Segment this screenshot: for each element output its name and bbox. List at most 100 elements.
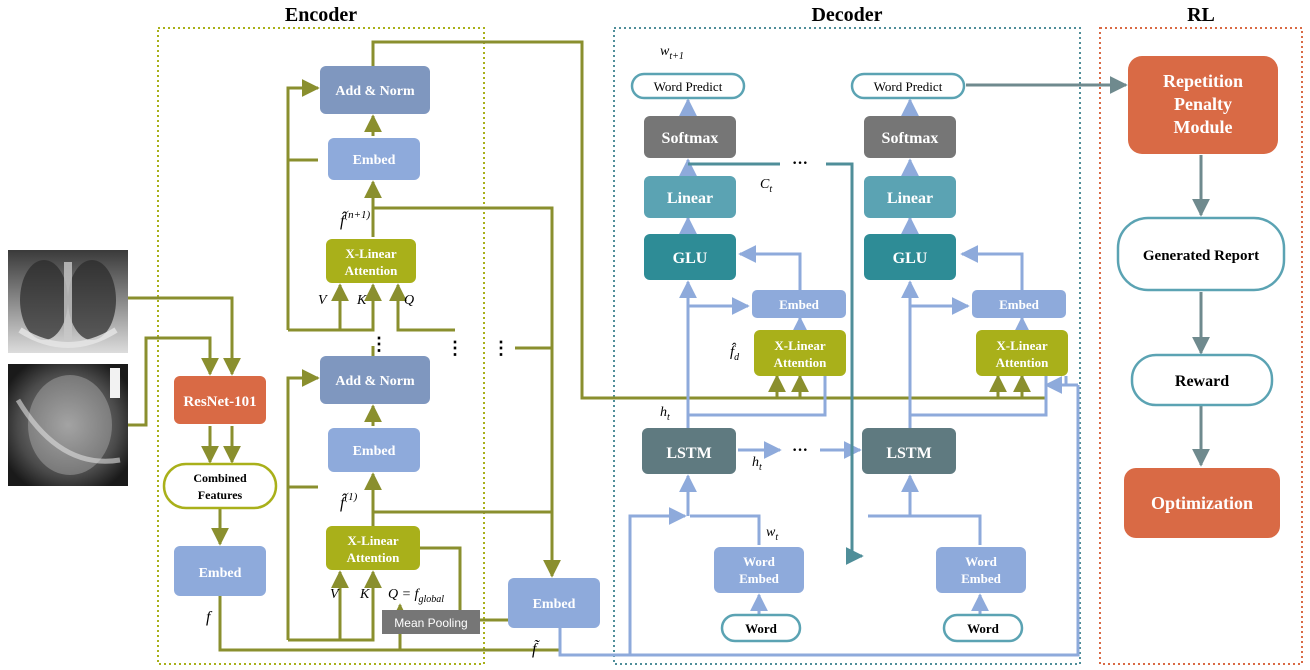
right-word-label: Word xyxy=(967,621,1000,636)
top-add-norm-box: Add & Norm xyxy=(320,66,430,114)
bottom-xlinear-label-1: X-Linear xyxy=(347,533,399,548)
bottom-add-norm-label: Add & Norm xyxy=(335,374,415,389)
mid-h-t-label: ht xyxy=(752,455,762,473)
ellipsis-mid: ··· xyxy=(792,442,808,459)
vdots-1: ⋮ xyxy=(370,334,388,354)
left-softmax-box: Softmax xyxy=(644,116,736,158)
bottom-xlinear-box: X-Linear Attention xyxy=(326,526,420,570)
right-softmax-box: Softmax xyxy=(864,116,956,158)
right-linear-box: Linear xyxy=(864,176,956,218)
rl-title: RL xyxy=(1187,4,1215,26)
vdots-2: ⋮ xyxy=(446,338,464,358)
bottom-k-label: K xyxy=(359,587,370,602)
top-v-label: V xyxy=(318,293,328,308)
left-lstm-label: LSTM xyxy=(666,445,711,462)
xray-frontal-image xyxy=(8,250,128,353)
reward-label: Reward xyxy=(1175,373,1229,390)
right-glu-label: GLU xyxy=(893,250,928,267)
left-dec-xlinear-box: X-Linear Attention xyxy=(754,330,846,376)
w-next-label: wt+1 xyxy=(660,44,684,62)
right-word-embed-label-1: Word xyxy=(965,554,998,569)
right-lstm-label: LSTM xyxy=(886,445,931,462)
right-dec-embed-box: Embed xyxy=(972,290,1066,318)
left-word-predict-box: Word Predict xyxy=(630,72,746,100)
top-embed-box: Embed xyxy=(328,138,420,180)
resnet-box: ResNet-101 xyxy=(174,376,266,424)
optimization-label: Optimization xyxy=(1151,493,1253,513)
rl-frame xyxy=(1099,27,1303,665)
right-dec-xlinear-label-2: Attention xyxy=(996,355,1049,370)
left-dec-embed-label: Embed xyxy=(779,297,820,312)
left-word-embed-box: Word Embed xyxy=(714,547,804,593)
decoder-title: Decoder xyxy=(811,4,882,26)
left-glu-label: GLU xyxy=(673,250,708,267)
left-word-embed-label-2: Embed xyxy=(739,571,780,586)
generated-report-box: Generated Report xyxy=(1116,216,1286,292)
right-word-box: Word xyxy=(942,613,1024,643)
right-dec-embed-label: Embed xyxy=(999,297,1040,312)
left-dec-xlinear-label-1: X-Linear xyxy=(774,338,826,353)
top-embed-label: Embed xyxy=(353,153,396,168)
left-word-label: Word xyxy=(745,621,778,636)
bottom-q-label: Q = fglobal xyxy=(388,587,444,605)
right-dec-xlinear-label-1: X-Linear xyxy=(996,338,1048,353)
combined-features-box: Combined Features xyxy=(162,462,278,510)
repetition-label-2: Penalty xyxy=(1174,94,1232,114)
right-linear-label: Linear xyxy=(887,190,933,207)
optimization-box: Optimization xyxy=(1124,468,1280,538)
encoder-output-embed-label: Embed xyxy=(533,597,576,612)
f-label: f xyxy=(206,609,213,626)
top-k-label: K xyxy=(356,293,367,308)
left-linear-box: Linear xyxy=(644,176,736,218)
w-t-label: wt xyxy=(766,525,778,543)
bottom-add-norm-box: Add & Norm xyxy=(320,356,430,404)
left-glu-box: GLU xyxy=(644,234,736,280)
top-q-label: Q xyxy=(404,293,414,308)
left-dec-embed-box: Embed xyxy=(752,290,846,318)
encoder-embed-label: Embed xyxy=(199,566,242,581)
repetition-label-3: Module xyxy=(1173,117,1232,137)
top-xlinear-box: X-Linear Attention xyxy=(326,239,416,283)
top-add-norm-label: Add & Norm xyxy=(335,84,415,99)
right-word-embed-label-2: Embed xyxy=(961,571,1002,586)
vdots-3: ⋮ xyxy=(492,338,510,358)
left-word-predict-label: Word Predict xyxy=(654,79,723,94)
right-word-predict-label: Word Predict xyxy=(874,79,943,94)
c-t-label: Ct xyxy=(760,177,772,195)
right-word-embed-box: Word Embed xyxy=(936,547,1026,593)
encoder-frame xyxy=(157,27,485,665)
left-linear-label: Linear xyxy=(667,190,713,207)
f-d-label: f̂d xyxy=(730,343,740,363)
resnet-label: ResNet-101 xyxy=(183,394,256,410)
decoder-frame xyxy=(613,27,1081,665)
left-lstm-box: LSTM xyxy=(642,428,736,474)
bottom-embed-box: Embed xyxy=(328,428,420,472)
right-glu-box: GLU xyxy=(864,234,956,280)
combined-label-2: Features xyxy=(198,488,243,502)
repetition-penalty-box: Repetition Penalty Module xyxy=(1128,56,1278,154)
mean-pooling-box: Mean Pooling xyxy=(382,610,480,634)
f-tilde-label: f̃ xyxy=(532,640,540,658)
left-word-embed-label-1: Word xyxy=(743,554,776,569)
encoder-output-embed-box: Embed xyxy=(508,578,600,628)
generated-report-label: Generated Report xyxy=(1143,248,1259,264)
bottom-f-hat-label: f̂(1) xyxy=(340,491,358,512)
left-h-t-label: ht xyxy=(660,405,670,423)
bottom-xlinear-label-2: Attention xyxy=(347,550,400,565)
xray-lateral-image xyxy=(8,364,128,486)
left-softmax-label: Softmax xyxy=(662,130,719,147)
encoder-title: Encoder xyxy=(285,4,357,26)
ellipsis-top: ··· xyxy=(792,155,808,172)
repetition-label-1: Repetition xyxy=(1163,71,1243,91)
reward-box: Reward xyxy=(1130,353,1274,407)
right-lstm-box: LSTM xyxy=(862,428,956,474)
right-dec-xlinear-box: X-Linear Attention xyxy=(976,330,1068,376)
context-connector xyxy=(688,162,864,565)
top-xlinear-label-2: Attention xyxy=(345,263,398,278)
right-softmax-label: Softmax xyxy=(882,130,939,147)
bottom-embed-label: Embed xyxy=(353,444,396,459)
right-word-predict-box: Word Predict xyxy=(850,72,966,100)
bottom-v-label: V xyxy=(330,587,340,602)
left-word-box: Word xyxy=(720,613,802,643)
combined-label-1: Combined xyxy=(193,471,247,485)
